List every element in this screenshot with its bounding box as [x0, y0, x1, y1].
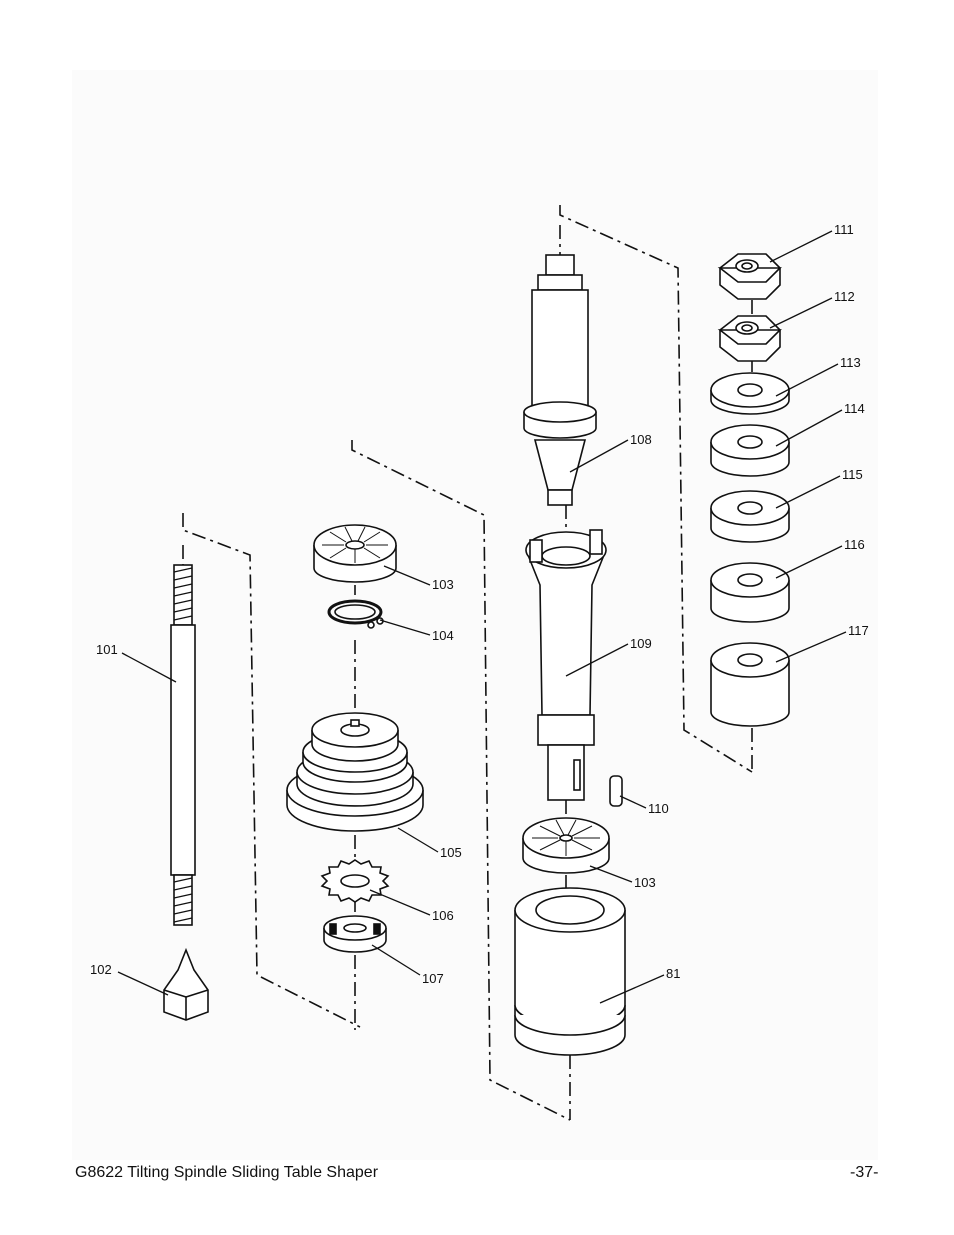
- assembly-line-spindle: [559, 205, 753, 773]
- callout-114: 114: [844, 401, 865, 416]
- part-110-key: [609, 775, 623, 807]
- part-109-arbor: [525, 529, 607, 801]
- assembly-line-pulley: [351, 440, 571, 1121]
- leader-lines: [117, 230, 847, 1004]
- callout-110: 110: [648, 801, 669, 816]
- part-81-cartridge: [514, 887, 626, 1056]
- footer-title: G8622 Tilting Spindle Sliding Table Shap…: [75, 1164, 379, 1181]
- callout-108: 108: [630, 432, 652, 447]
- callout-101: 101: [96, 642, 118, 657]
- part-114-spacer: [710, 424, 790, 477]
- part-113-washer: [710, 372, 790, 415]
- part-112-hex-nut: [717, 315, 782, 362]
- part-117-spacer: [710, 642, 790, 727]
- callout-115: 115: [842, 467, 863, 482]
- part-102-cone-nut: [163, 947, 209, 1021]
- part-103-bearing-lower: [522, 817, 610, 874]
- callout-113: 113: [840, 355, 861, 370]
- callout-103-lower: 103: [634, 875, 656, 890]
- part-106-tab-washer: [320, 859, 390, 903]
- part-111-hex-nut: [717, 253, 782, 300]
- callout-111: 111: [834, 222, 854, 237]
- callout-117: 117: [848, 623, 869, 638]
- part-104-snap-ring: [327, 599, 384, 629]
- part-115-spacer: [710, 490, 790, 543]
- part-103-bearing-upper: [313, 524, 397, 583]
- assembly-line-rod: [182, 513, 361, 1028]
- callout-103-upper: 103: [432, 577, 454, 592]
- callout-104: 104: [432, 628, 454, 643]
- part-116-spacer: [710, 562, 790, 623]
- callout-116: 116: [844, 537, 865, 552]
- callout-112: 112: [834, 289, 855, 304]
- callout-105: 105: [440, 845, 462, 860]
- callout-102: 102: [90, 962, 112, 977]
- part-107-slotted-nut: [323, 915, 387, 953]
- callout-81: 81: [666, 966, 681, 981]
- part-105-step-pulley: [286, 712, 424, 832]
- part-101-threaded-rod: [170, 564, 196, 926]
- part-108-spindle: [523, 254, 597, 506]
- callout-106: 106: [432, 908, 454, 923]
- callout-109: 109: [630, 636, 652, 651]
- page-number: -37-: [850, 1164, 879, 1181]
- callout-107: 107: [422, 971, 444, 986]
